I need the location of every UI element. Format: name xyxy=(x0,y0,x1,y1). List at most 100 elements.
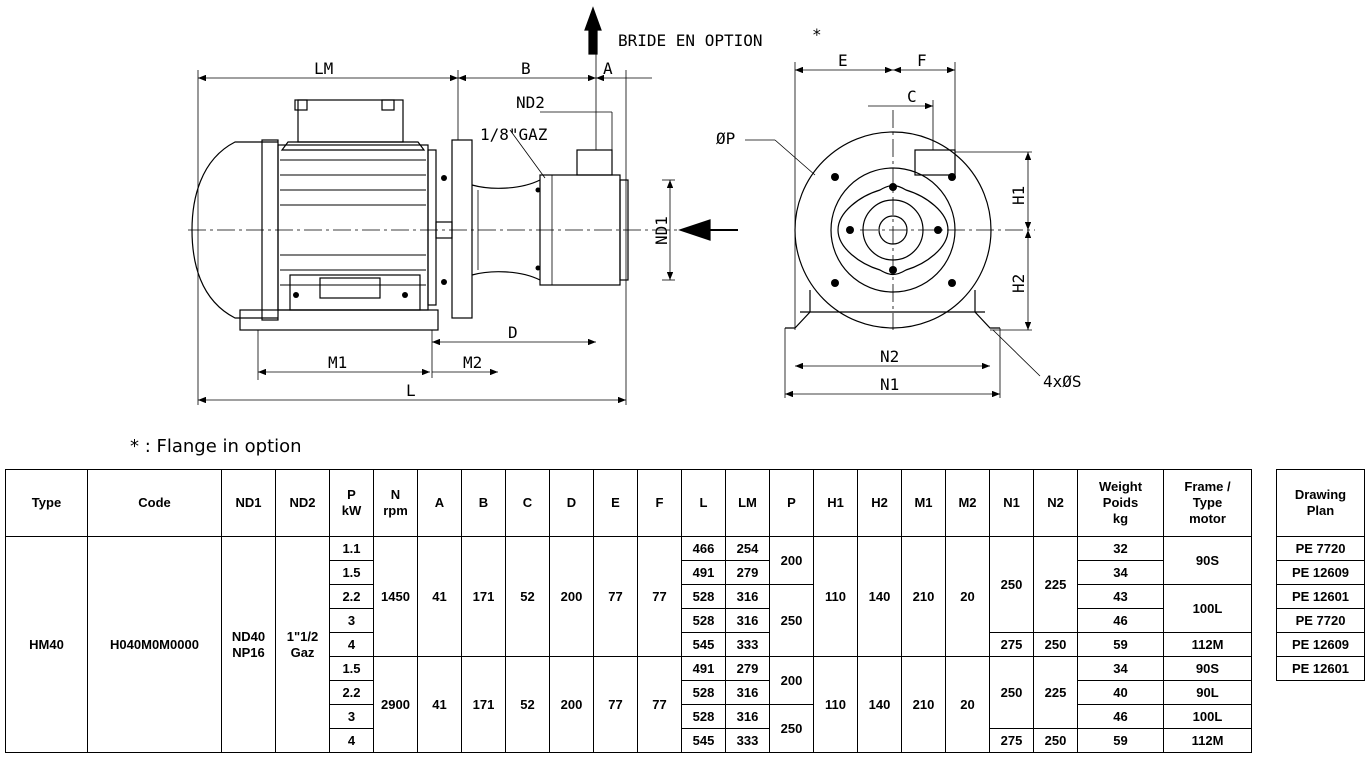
cell-n1: 275 xyxy=(989,632,1034,657)
cell-plan: PE 12609 xyxy=(1276,560,1365,585)
dim-H2: H2 xyxy=(1009,274,1028,293)
header-drawing-plan: Drawing Plan xyxy=(1276,469,1365,537)
header-nd2: ND2 xyxy=(275,469,330,537)
spec-table: Type Code ND1 ND2 P kW N rpm A B C D E F… xyxy=(5,469,1252,753)
cell-plan: PE 12601 xyxy=(1276,656,1365,681)
cell-p-kw: 4 xyxy=(329,728,374,753)
dim-L: L xyxy=(406,381,416,400)
header-b: B xyxy=(461,469,506,537)
cell-frame: 100L xyxy=(1163,704,1252,729)
dim-D: D xyxy=(508,323,518,342)
cell-d: 200 xyxy=(549,536,594,657)
table-row: PE 12601 xyxy=(1276,584,1365,609)
cell-n-rpm: 2900 xyxy=(373,656,418,753)
cell-f: 77 xyxy=(637,656,682,753)
header-h1: H1 xyxy=(813,469,858,537)
cell-frame: 100L xyxy=(1163,584,1252,633)
cell-f: 77 xyxy=(637,536,682,657)
cell-frame: 112M xyxy=(1163,632,1252,657)
cell-flange-p: 200 xyxy=(769,656,814,705)
cell-l: 491 xyxy=(681,656,726,681)
cell-weight: 59 xyxy=(1077,632,1164,657)
technical-drawing: BRIDE EN OPTION * LM B A ND2 1/8"GAZ ND1… xyxy=(188,6,1082,405)
plan-header-row: Drawing Plan xyxy=(1276,469,1365,537)
cell-h2: 140 xyxy=(857,536,902,657)
header-weight: Weight Poids kg xyxy=(1077,469,1164,537)
cell-b: 171 xyxy=(461,536,506,657)
header-a: A xyxy=(417,469,462,537)
header-p: P xyxy=(769,469,814,537)
header-n-rpm: N rpm xyxy=(373,469,418,537)
dim-ND1: ND1 xyxy=(652,216,671,245)
header-type: Type xyxy=(5,469,88,537)
cell-m2: 20 xyxy=(945,536,990,657)
cell-m1: 210 xyxy=(901,656,946,753)
cell-n1: 275 xyxy=(989,728,1034,753)
cell-e: 77 xyxy=(593,536,638,657)
cell-frame: 112M xyxy=(1163,728,1252,753)
table-row: 4 545 333 275 250 59 112M xyxy=(6,728,1252,753)
cell-h1: 110 xyxy=(813,536,858,657)
dim-ND2: ND2 xyxy=(516,93,545,112)
cell-l: 528 xyxy=(681,680,726,705)
dim-H1: H1 xyxy=(1009,186,1028,205)
table-row: HM40 H040M0M0000 ND40 NP16 1"1/2 Gaz 1.1… xyxy=(5,536,1252,753)
cell-lm: 316 xyxy=(725,608,770,633)
cell-lm: 254 xyxy=(725,536,770,561)
cell-lm: 333 xyxy=(725,632,770,657)
cell-nd1: ND40 NP16 xyxy=(221,536,276,753)
cell-frame: 90L xyxy=(1163,680,1252,705)
dim-E: E xyxy=(838,51,848,70)
cell-weight: 43 xyxy=(1077,584,1164,609)
cell-n2: 250 xyxy=(1033,632,1078,657)
cell-l: 528 xyxy=(681,704,726,729)
header-lm: LM xyxy=(725,469,770,537)
header-d: D xyxy=(549,469,594,537)
header-code: Code xyxy=(87,469,222,537)
cell-n1: 250 xyxy=(989,536,1034,633)
cell-plan: PE 7720 xyxy=(1276,608,1365,633)
cell-p-kw: 2.2 xyxy=(329,680,374,705)
cell-flange-p: 250 xyxy=(769,584,814,657)
cell-weight: 46 xyxy=(1077,704,1164,729)
cell-lm: 279 xyxy=(725,656,770,681)
cell-b: 171 xyxy=(461,656,506,753)
flange-option-asterisk: * xyxy=(812,25,822,44)
cell-h1: 110 xyxy=(813,656,858,753)
cell-m1: 210 xyxy=(901,536,946,657)
cell-m2: 20 xyxy=(945,656,990,753)
cell-weight: 40 xyxy=(1077,680,1164,705)
cell-weight: 59 xyxy=(1077,728,1164,753)
cell-p-kw: 3 xyxy=(329,704,374,729)
header-c: C xyxy=(505,469,550,537)
cell-l: 491 xyxy=(681,560,726,585)
spec-header-row: Type Code ND1 ND2 P kW N rpm A B C D E F… xyxy=(5,469,1252,537)
header-e: E xyxy=(593,469,638,537)
table-row: 4 545 333 275 250 59 112M xyxy=(6,632,1252,657)
dim-A: A xyxy=(603,59,613,78)
table-row: 1.5 491 279 34 xyxy=(6,560,1252,585)
flange-option-note: * : Flange in option xyxy=(130,436,302,457)
cell-e: 77 xyxy=(593,656,638,753)
dim-F: F xyxy=(917,51,927,70)
table-row: 3 528 316 46 xyxy=(6,608,1252,633)
cell-weight: 34 xyxy=(1077,560,1164,585)
table-row: PE 12609 xyxy=(1276,632,1365,657)
header-n2: N2 xyxy=(1033,469,1078,537)
cell-d: 200 xyxy=(549,656,594,753)
cell-frame: 90S xyxy=(1163,656,1252,681)
cell-flange-p: 250 xyxy=(769,704,814,753)
cell-c: 52 xyxy=(505,536,550,657)
header-m1: M1 xyxy=(901,469,946,537)
header-n1: N1 xyxy=(989,469,1034,537)
dim-N2: N2 xyxy=(880,347,899,366)
cell-lm: 279 xyxy=(725,560,770,585)
cell-n1: 250 xyxy=(989,656,1034,729)
cell-n-rpm: 1450 xyxy=(373,536,418,657)
header-h2: H2 xyxy=(857,469,902,537)
dim-LM: LM xyxy=(314,59,333,78)
cell-weight: 46 xyxy=(1077,608,1164,633)
cell-p-kw: 1.1 xyxy=(329,536,374,561)
cell-plan: PE 12601 xyxy=(1276,584,1365,609)
cell-lm: 316 xyxy=(725,584,770,609)
